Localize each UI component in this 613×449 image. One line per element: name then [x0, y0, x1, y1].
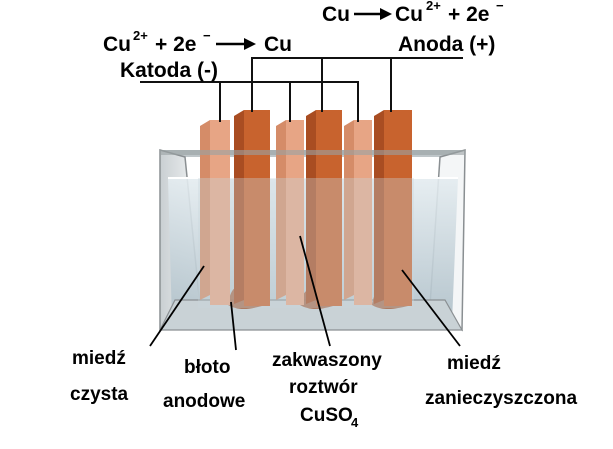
leader-solution	[299, 235, 331, 347]
electrolyte-tint	[198, 178, 414, 308]
cathode-label: Katoda (-)	[120, 59, 218, 82]
anode-bus-wire	[251, 57, 463, 112]
electrode-plates	[198, 110, 414, 308]
label-impure-copper-line1: miedź	[447, 353, 501, 374]
cathode-plate-3	[354, 120, 372, 305]
label-solution-line1: zakwaszony	[272, 350, 382, 371]
label-solution-line2: roztwór	[289, 377, 358, 398]
wiring	[140, 57, 463, 122]
anode-reaction-product: Cu	[395, 3, 423, 26]
label-anode-mud-line1: błoto	[184, 357, 230, 378]
anode-plate-3	[384, 110, 412, 306]
cathode-reaction-electron-sign: −	[203, 28, 211, 43]
anode-plate-1	[244, 110, 270, 306]
label-impure-copper-line2: zanieczyszczona	[425, 388, 577, 409]
cathode-bus-wire	[140, 81, 359, 104]
cathode-plate-2-side	[276, 120, 286, 300]
cathode-reaction-arrowhead	[244, 38, 256, 50]
cathode-reaction: Cu 2+ + 2e − Cu	[103, 28, 292, 56]
cathode-reaction-electrons: + 2e	[155, 33, 196, 56]
leader-lines	[149, 235, 461, 351]
cathode-plate-3-side	[344, 120, 354, 300]
anode-plate-2-side	[306, 110, 316, 304]
label-anode-mud-line2: anodowe	[163, 391, 245, 412]
cathode-reaction-product: Cu	[264, 33, 292, 56]
leader-anode-mud	[230, 301, 237, 351]
anode-reaction-arrowhead	[380, 8, 392, 20]
cathode-plate-1	[210, 120, 230, 305]
label-solution-line3: CuSO	[300, 405, 353, 426]
anode-reaction-electrons: + 2e	[448, 3, 489, 26]
anode-reaction-charge: 2+	[426, 0, 441, 13]
anode-reaction-electron-sign: −	[496, 0, 504, 13]
anode-plate-3-side	[374, 110, 384, 304]
leader-impure-copper	[401, 269, 461, 347]
anode-reaction: Cu Cu 2+ + 2e −	[322, 0, 504, 26]
anode-plate-2	[316, 110, 342, 306]
anode-label: Anoda (+)	[398, 33, 495, 56]
leader-pure-copper	[149, 265, 205, 347]
anode-reaction-reactant: Cu	[322, 3, 350, 26]
cathode-plate-1-side	[200, 120, 210, 300]
cathode-reaction-reactant: Cu	[103, 33, 131, 56]
anode-plate-1-side	[234, 110, 244, 304]
tank-front-rim	[160, 150, 465, 155]
cathode-plate-2	[286, 120, 304, 305]
label-pure-copper-line2: czysta	[70, 384, 129, 405]
label-solution-subscript: 4	[351, 415, 359, 430]
label-pure-copper-line1: miedź	[72, 348, 126, 369]
cathode-reaction-charge: 2+	[133, 28, 148, 43]
